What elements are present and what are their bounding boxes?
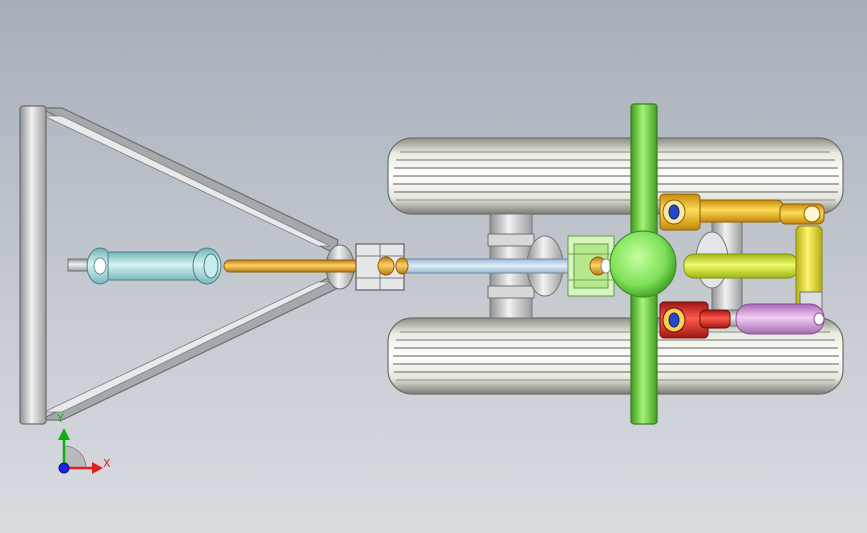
steering-column[interactable] bbox=[609, 103, 677, 425]
wheel-lower[interactable] bbox=[387, 317, 844, 395]
wheel-upper[interactable] bbox=[387, 137, 844, 215]
axis-y-label: Y bbox=[57, 412, 64, 425]
lower-actuator[interactable] bbox=[699, 303, 825, 335]
axis-x-label: X bbox=[103, 457, 111, 470]
tow-clevis[interactable] bbox=[355, 243, 409, 291]
upper-link[interactable] bbox=[659, 193, 825, 231]
coordinate-triad bbox=[58, 428, 103, 474]
triad-z-axis bbox=[58, 462, 70, 474]
tow-actuator[interactable] bbox=[67, 247, 222, 285]
lower-clevis-red[interactable] bbox=[659, 301, 731, 339]
steering-hub bbox=[609, 230, 677, 298]
link-clevis-green[interactable] bbox=[567, 235, 615, 297]
